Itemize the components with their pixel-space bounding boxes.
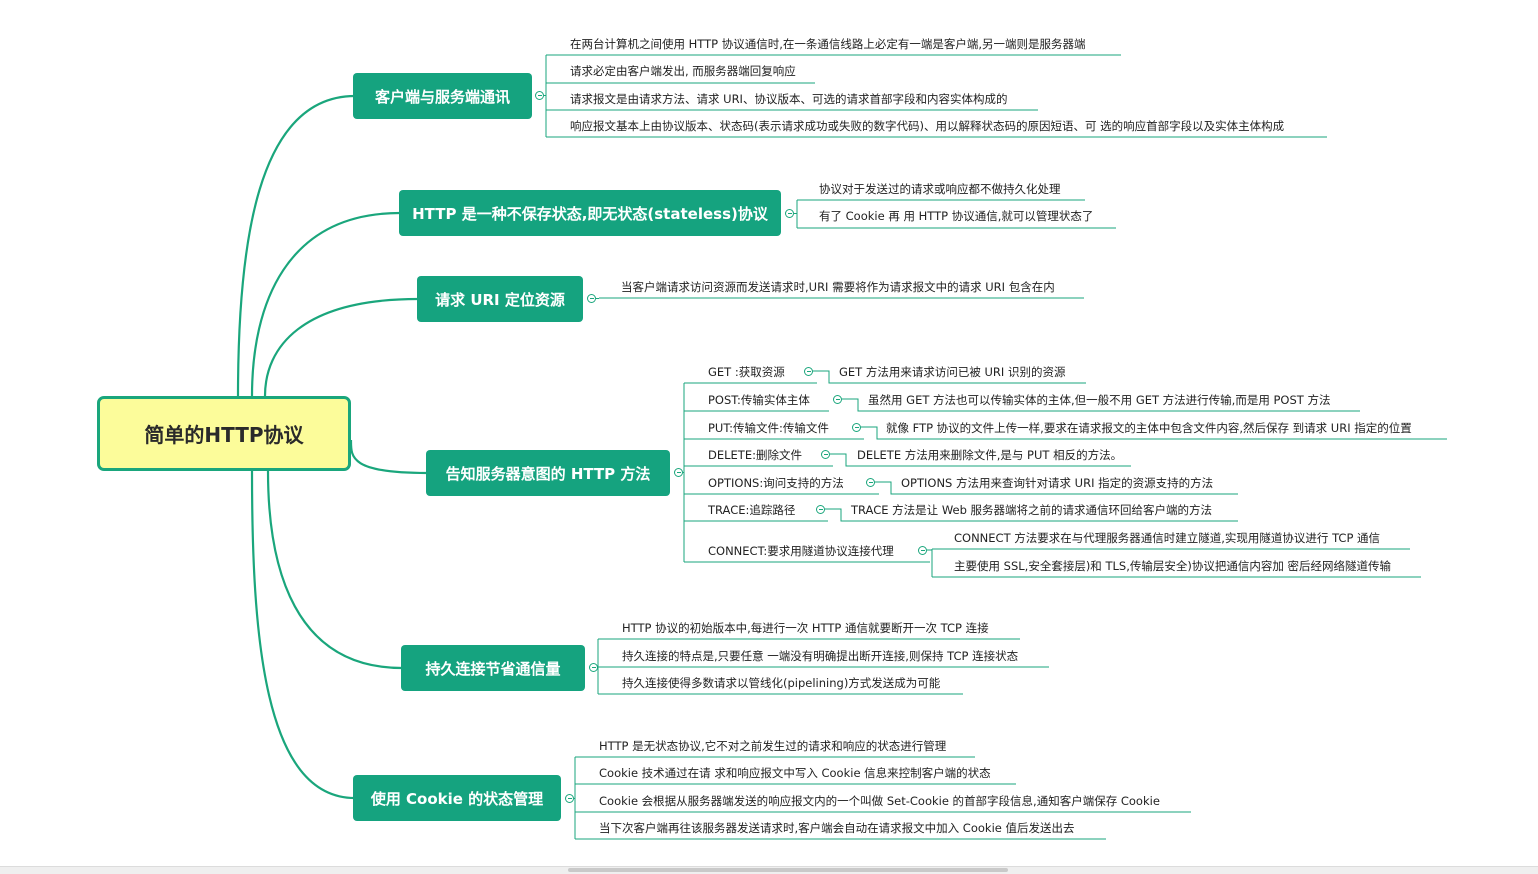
collapse-icon[interactable] <box>918 546 927 555</box>
method-detail[interactable]: 主要使用 SSL,安全套接层)和 TLS,传输层安全)协议把通信内容加 密后经网… <box>954 559 1391 573</box>
method-topic[interactable]: DELETE:删除文件 <box>708 448 802 462</box>
method-topic[interactable]: PUT:传输文件:传输文件 <box>708 421 829 435</box>
collapse-icon[interactable] <box>587 294 596 303</box>
leaf-topic[interactable]: 持久连接的特点是,只要任意 一端没有明确提出断开连接,则保持 TCP 连接状态 <box>622 649 1019 663</box>
collapse-icon[interactable] <box>852 423 861 432</box>
leaf-topic[interactable]: 当客户端请求访问资源而发送请求时,URI 需要将作为请求报文中的请求 URI 包… <box>621 280 1055 294</box>
collapse-icon[interactable] <box>833 395 842 404</box>
method-detail[interactable]: GET 方法用来请求访问已被 URI 识别的资源 <box>839 365 1066 379</box>
connector-line <box>250 470 356 800</box>
method-detail[interactable]: CONNECT 方法要求在与代理服务器通信时建立隧道,实现用隧道协议进行 TCP… <box>954 531 1381 545</box>
leaf-topic[interactable]: Cookie 技术通过在请 求和响应报文中写入 Cookie 信息来控制客户端的… <box>599 766 991 780</box>
collapse-icon[interactable] <box>821 450 830 459</box>
root-topic-label: 简单的HTTP协议 <box>144 423 304 447</box>
branch-label: 客户端与服务端通讯 <box>374 87 510 106</box>
method-topic[interactable]: POST:传输实体主体 <box>708 393 810 407</box>
connector-line <box>813 370 1086 384</box>
branch-stateless[interactable]: HTTP 是一种不保存状态,即无状态(stateless)协议 <box>399 190 781 236</box>
branch-uri[interactable]: 请求 URI 定位资源 <box>417 276 583 322</box>
branch-cookie[interactable]: 使用 Cookie 的状态管理 <box>353 775 561 821</box>
branch-http-methods[interactable]: 告知服务器意图的 HTTP 方法 <box>426 450 670 496</box>
leaf-topic[interactable]: 当下次客户端再往该服务器发送请求时,客户端会自动在请求报文中加入 Cookie … <box>599 821 1075 835</box>
leaf-topic[interactable]: 协议对于发送过的请求或响应都不做持久化处理 <box>819 182 1061 196</box>
leaf-topic[interactable]: 在两台计算机之间使用 HTTP 协议通信时,在一条通信线路上必定有一端是客户端,… <box>570 37 1086 51</box>
connector-line <box>250 211 401 397</box>
method-detail[interactable]: 就像 FTP 协议的文件上传一样,要求在请求报文的主体中包含文件内容,然后保存 … <box>886 421 1412 435</box>
branch-client-server[interactable]: 客户端与服务端通讯 <box>353 73 532 119</box>
horizontal-scrollbar-thumb[interactable] <box>568 868 1008 872</box>
connector-line <box>861 426 1447 440</box>
root-topic[interactable]: 简单的HTTP协议 <box>97 396 351 471</box>
collapse-icon[interactable] <box>589 663 598 672</box>
branch-label: 请求 URI 定位资源 <box>435 290 565 309</box>
connector-line <box>266 470 403 670</box>
leaf-topic[interactable]: 请求必定由客户端发出, 而服务器端回复响应 <box>570 64 796 78</box>
collapse-icon[interactable] <box>866 478 875 487</box>
leaf-topic[interactable]: HTTP 是无状态协议,它不对之前发生过的请求和响应的状态进行管理 <box>599 739 947 753</box>
branch-keep-alive[interactable]: 持久连接节省通信量 <box>401 645 585 691</box>
collapse-icon[interactable] <box>816 505 825 514</box>
collapse-icon[interactable] <box>674 468 683 477</box>
connector-line <box>349 439 428 475</box>
method-detail[interactable]: TRACE 方法是让 Web 服务器端将之前的请求通信环回给客户端的方法 <box>851 503 1213 517</box>
method-topic[interactable]: OPTIONS:询问支持的方法 <box>708 476 844 490</box>
method-topic[interactable]: CONNECT:要求用隧道协议连接代理 <box>708 544 894 558</box>
connector-line <box>830 453 1131 467</box>
connector-line <box>842 398 1360 412</box>
branch-label: 使用 Cookie 的状态管理 <box>370 789 544 808</box>
collapse-icon[interactable] <box>535 91 544 100</box>
collapse-icon[interactable] <box>565 794 574 803</box>
leaf-topic[interactable]: 持久连接使得多数请求以管线化(pipelining)方式发送成为可能 <box>622 676 941 690</box>
leaf-topic[interactable]: 请求报文是由请求方法、请求 URI、协议版本、可选的请求首部字段和内容实体构成的 <box>570 92 1008 106</box>
leaf-topic[interactable]: Cookie 会根据从服务器端发送的响应报文内的一个叫做 Set-Cookie … <box>599 794 1160 808</box>
method-detail[interactable]: 虽然用 GET 方法也可以传输实体的主体,但一般不用 GET 方法进行传输,而是… <box>868 393 1331 407</box>
method-detail[interactable]: OPTIONS 方法用来查询针对请求 URI 指定的资源支持的方法 <box>901 476 1214 490</box>
branch-label: HTTP 是一种不保存状态,即无状态(stateless)协议 <box>412 204 768 223</box>
method-topic[interactable]: GET :获取资源 <box>708 365 785 379</box>
collapse-icon[interactable] <box>804 367 813 376</box>
connector-line <box>825 508 1238 522</box>
connector-line <box>263 297 419 397</box>
leaf-topic[interactable]: HTTP 协议的初始版本中,每进行一次 HTTP 通信就要断开一次 TCP 连接 <box>622 621 989 635</box>
branch-label: 持久连接节省通信量 <box>425 659 561 678</box>
collapse-icon[interactable] <box>785 209 794 218</box>
branch-label: 告知服务器意图的 HTTP 方法 <box>445 464 651 483</box>
method-detail[interactable]: DELETE 方法用来删除文件,是与 PUT 相反的方法。 <box>857 448 1123 462</box>
connector-line <box>875 481 1238 495</box>
leaf-topic[interactable]: 有了 Cookie 再 用 HTTP 协议通信,就可以管理状态了 <box>819 209 1094 223</box>
leaf-topic[interactable]: 响应报文基本上由协议版本、状态码(表示请求成功或失败的数字代码)、用以解释状态码… <box>570 119 1285 133</box>
connector-line <box>236 94 356 397</box>
method-topic[interactable]: TRACE:追踪路径 <box>708 503 796 517</box>
